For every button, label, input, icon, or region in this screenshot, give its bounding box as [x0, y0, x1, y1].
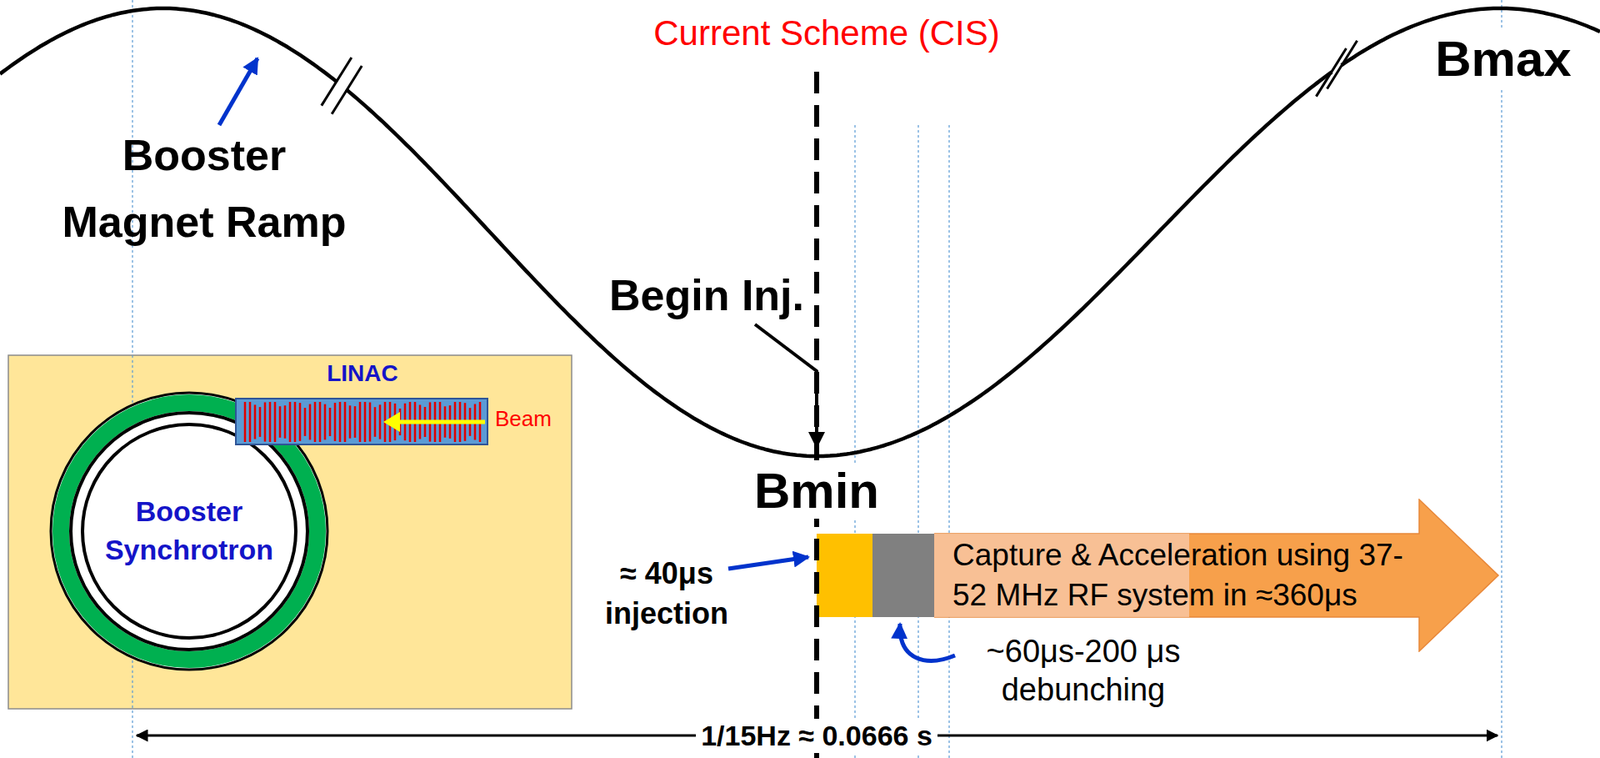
- break-gap: [337, 81, 347, 90]
- injection-pointer: [728, 556, 809, 569]
- arrow-shape: [934, 498, 1501, 652]
- begin-injection-label: Begin Inj.: [583, 270, 805, 320]
- break-stroke: [321, 57, 352, 106]
- beam-label: Beam: [495, 405, 552, 432]
- injection-bar: [816, 533, 873, 617]
- linac-label: LINAC: [235, 360, 490, 387]
- bmax-label: Bmax: [1431, 30, 1575, 88]
- inset-panel: [8, 355, 572, 709]
- debunching-pointer: [900, 623, 955, 660]
- magnet-ramp-curve: [0, 8, 1600, 456]
- ramp-label: Booster Magnet Ramp: [50, 121, 359, 255]
- acceleration-arrow: Capture & Acceleration using 37-52 MHz R…: [934, 498, 1501, 652]
- title: Current Scheme (CIS): [653, 13, 1000, 54]
- time-gridlines: [132, 0, 1502, 758]
- bmin-label: Bmin: [750, 463, 883, 519]
- linac: LINAC: [235, 358, 490, 445]
- injection-label: ≈ 40μs injection: [592, 553, 741, 634]
- break-stroke: [1327, 40, 1358, 90]
- acceleration-label: Capture & Acceleration using 37-52 MHz R…: [952, 535, 1420, 615]
- break-stroke: [1315, 48, 1346, 97]
- begin-injection-pointer: [755, 324, 817, 447]
- debunching-label: ~60μs-200 μs debunching: [950, 631, 1217, 709]
- period-label: 1/15Hz ≈ 0.0666 s: [695, 718, 938, 753]
- break-stroke: [331, 65, 362, 115]
- ramp-pointer: [219, 58, 258, 125]
- debunching-bar: [872, 533, 935, 617]
